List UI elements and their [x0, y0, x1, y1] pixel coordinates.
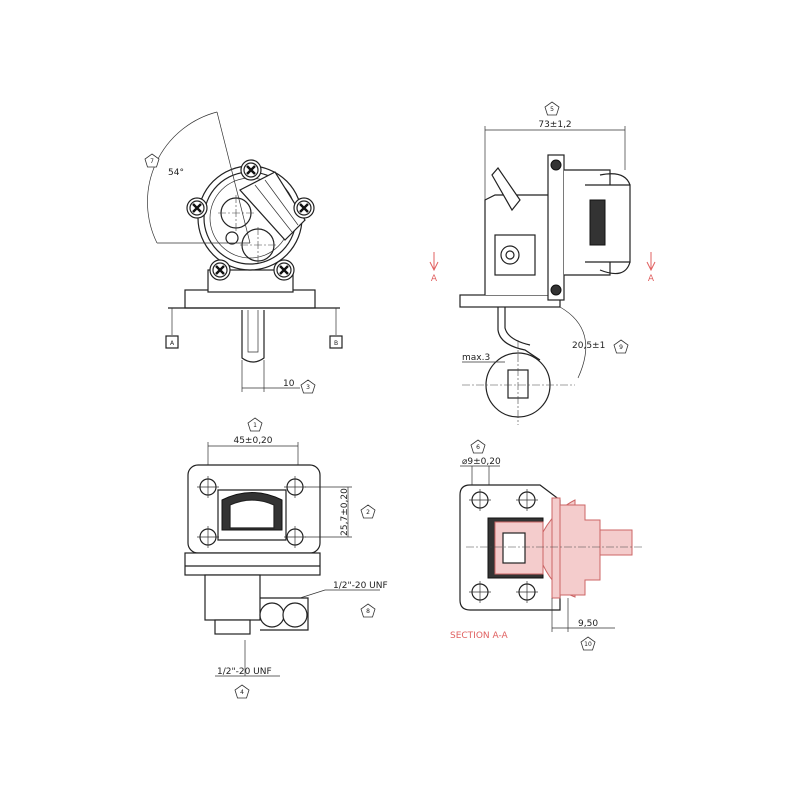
balloon-2: 2: [366, 509, 370, 516]
length-label: 73±1,2: [538, 120, 571, 130]
section-mark-left: A: [431, 274, 438, 284]
section-marker: [433, 252, 652, 270]
datum-b-label: B: [334, 340, 338, 347]
angle-label: 54°: [168, 168, 184, 178]
front-view: A B 10 3 54° 7: [144, 111, 343, 394]
bottom-view: 1 45±0,20 25,7±0,20 2 1/2"-20 UNF 8 1/2"…: [184, 417, 388, 699]
section-mark-right: A: [648, 274, 655, 284]
port: [282, 602, 308, 628]
side-view: 5 73±1,2 max.3 20,5±1 9 A A: [429, 101, 656, 425]
balloon-3: 3: [306, 384, 310, 391]
balloon-6: 6: [476, 444, 480, 451]
balloon-4: 4: [240, 689, 244, 696]
hole-spacing-v-label: 25,7±0,20: [340, 488, 350, 536]
flange: [547, 154, 565, 301]
stem: [241, 310, 265, 363]
stem-width-dimension: [241, 360, 300, 392]
hole-dia-label: ⌀9±0,20: [462, 457, 501, 467]
section-view: 6 ⌀9±0,20 9,50 10 SECTION A-A: [450, 439, 642, 651]
max-label: max.3: [462, 353, 490, 363]
section-title: SECTION A-A: [450, 631, 509, 641]
length-dimension: [484, 126, 626, 200]
port: [259, 602, 285, 628]
balloon-9: 9: [619, 344, 623, 351]
balloon-1: 1: [253, 422, 257, 429]
screw-icon: [208, 258, 232, 282]
screw-icon: [272, 258, 296, 282]
thread-upper-label: 1/2"-20 UNF: [333, 581, 388, 591]
hole-spacing-h-label: 45±0,20: [233, 436, 272, 446]
offset-label: 20,5±1: [572, 341, 605, 351]
depth-label: 9,50: [578, 619, 598, 629]
balloon-8: 8: [366, 608, 370, 615]
port-fitting: [239, 171, 306, 241]
balloon-5: 5: [550, 106, 554, 113]
screw-icon: [292, 196, 316, 220]
thread-lower-label: 1/2"-20 UNF: [217, 667, 272, 677]
datum-a-label: A: [170, 340, 175, 347]
balloon-7: 7: [150, 158, 154, 165]
screw-icon: [185, 196, 209, 220]
stem-width-label: 10: [283, 379, 295, 389]
screw-icon: [239, 158, 263, 182]
balloon-10: 10: [584, 641, 592, 648]
mounting-base: [184, 289, 316, 309]
